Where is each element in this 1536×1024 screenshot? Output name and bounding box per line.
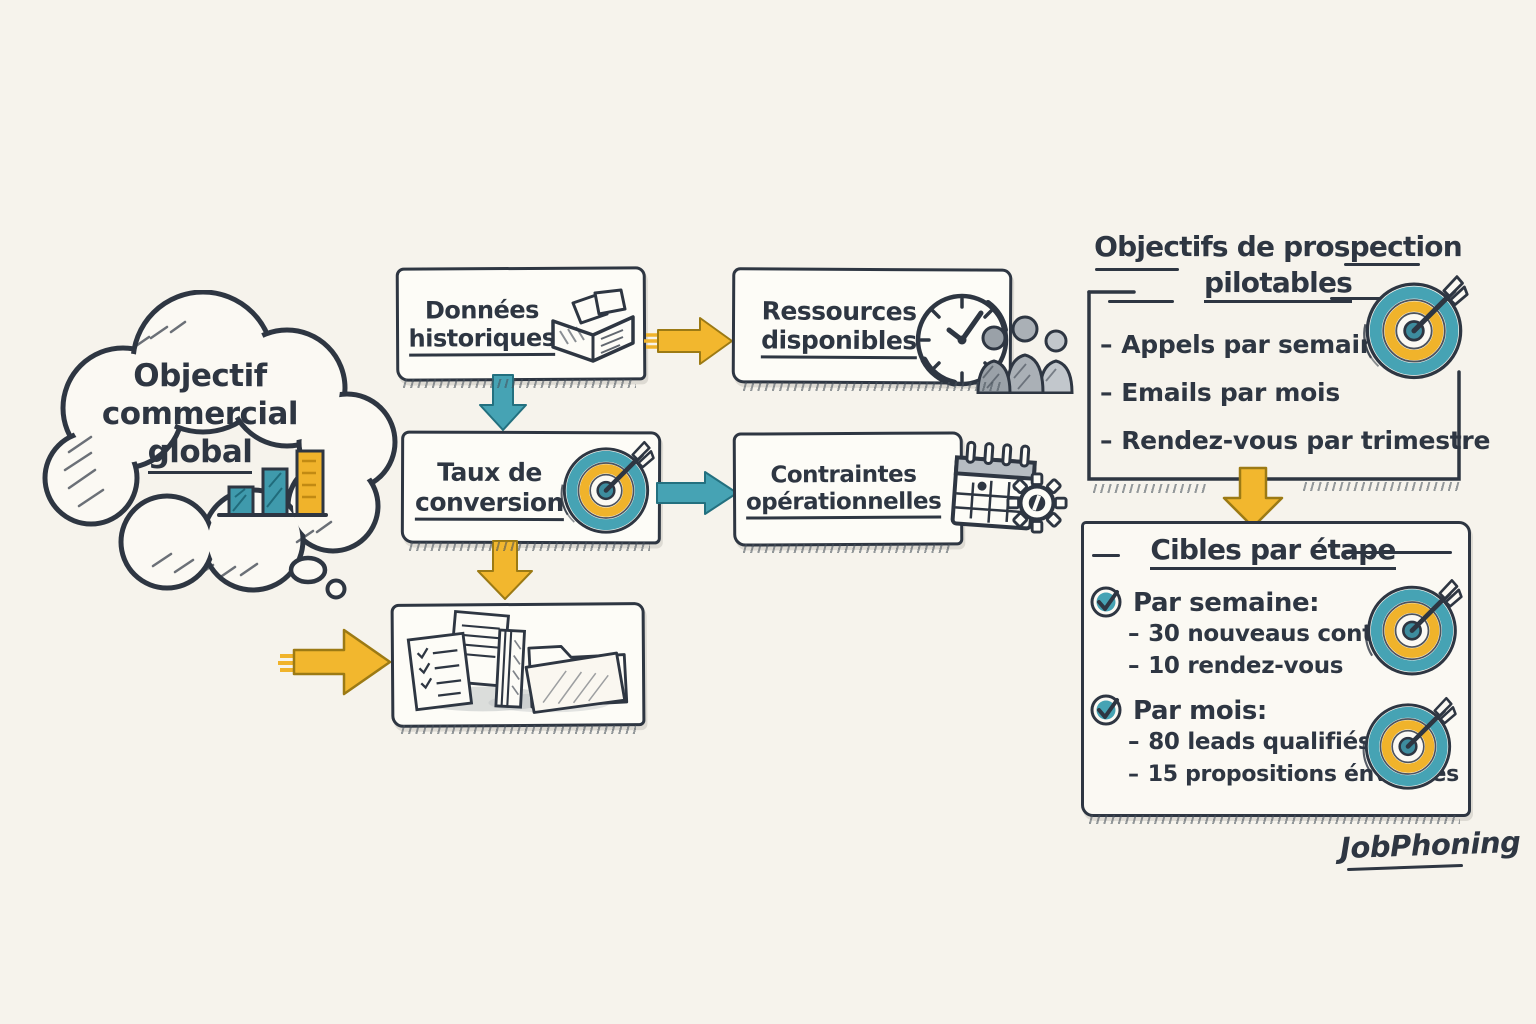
bar-chart-icon bbox=[217, 449, 328, 517]
title-rule bbox=[1344, 263, 1420, 266]
target-icon bbox=[1364, 579, 1463, 676]
panel-objectifs-frame bbox=[1087, 290, 1461, 481]
shadow-hatch bbox=[740, 382, 1002, 391]
title-rule bbox=[1092, 554, 1120, 557]
box-donnees-label: Données historiques bbox=[407, 295, 557, 357]
check-icon bbox=[1090, 694, 1122, 726]
gear-icon bbox=[1006, 472, 1068, 534]
shadow-hatch bbox=[398, 725, 636, 734]
arrow-right-yellow-large-icon bbox=[278, 628, 392, 696]
box-contraintes-label: Contraintes opérationnelles bbox=[741, 461, 946, 520]
file-box-icon bbox=[551, 288, 635, 363]
cloud-label-line1: Objectif bbox=[133, 358, 267, 394]
documents-icon bbox=[406, 609, 629, 714]
target-icon bbox=[560, 440, 655, 534]
panel-objectifs-title-line2: pilotables bbox=[1090, 266, 1466, 303]
people-icon bbox=[976, 315, 1074, 394]
check-icon bbox=[1090, 586, 1122, 618]
cibles-group2-label: Par mois: bbox=[1133, 696, 1267, 726]
cloud-label-line2: commercial bbox=[101, 395, 299, 432]
shadow-hatch bbox=[740, 544, 952, 553]
box-contraintes-operationnelles: Contraintes opérationnelles bbox=[732, 431, 964, 547]
objectifs-item: – Appels par semaine. bbox=[1100, 330, 1404, 359]
shadow-hatch bbox=[406, 542, 650, 551]
shadow-hatch bbox=[1086, 815, 1460, 824]
target-icon bbox=[1362, 696, 1457, 790]
shadow-hatch bbox=[1090, 484, 1208, 493]
thought-bubbles bbox=[288, 555, 347, 600]
title-rule bbox=[1108, 300, 1174, 303]
panel-cibles-title: Cibles par étape bbox=[1081, 533, 1465, 570]
arrow-right-teal-icon bbox=[656, 471, 738, 515]
title-rule bbox=[1342, 551, 1452, 554]
cloud-label-line3: global bbox=[147, 433, 253, 474]
cloud-label: Objectif commercial global bbox=[75, 358, 325, 474]
cibles-group1-label: Par semaine: bbox=[1133, 588, 1320, 618]
signature-underline bbox=[1346, 863, 1464, 872]
arrow-down-yellow-icon bbox=[1222, 466, 1284, 529]
arrow-right-yellow-icon bbox=[644, 317, 733, 365]
panel-objectifs-title-line1: Objectifs de prospection bbox=[1094, 230, 1463, 263]
cibles-group2-item: – 80 leads qualifiés bbox=[1128, 729, 1372, 755]
title-rule bbox=[1095, 268, 1179, 271]
shadow-hatch bbox=[400, 379, 636, 388]
objectifs-item: – Rendez-vous par trimestre bbox=[1100, 426, 1491, 455]
shadow-hatch bbox=[1300, 482, 1460, 491]
cibles-group1-item: – 10 rendez-vous bbox=[1128, 653, 1344, 679]
brand-signature: JobPhoning bbox=[1339, 824, 1521, 866]
objectifs-item: – Emails par mois bbox=[1100, 378, 1340, 407]
title-rule bbox=[1330, 297, 1396, 300]
target-icon bbox=[1362, 275, 1469, 380]
calendar-icon bbox=[950, 440, 1037, 531]
box-taux-label: Taux de conversion bbox=[412, 458, 567, 521]
box-ressources-label: Ressources disponibles bbox=[749, 296, 929, 360]
